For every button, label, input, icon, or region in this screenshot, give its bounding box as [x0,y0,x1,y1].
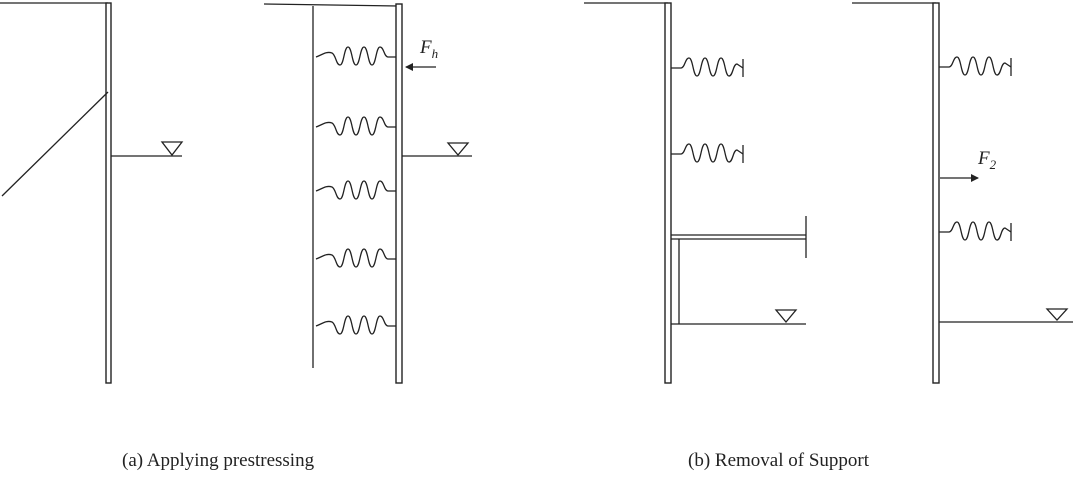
force-label-f2: F2 [977,148,997,172]
caption-panel-b: (b) Removal of Support [688,450,870,471]
water-level-triangle-icon [1045,308,1069,321]
water-level-triangle-icon [774,309,798,324]
force-label-fh: Fh [419,37,438,61]
anchor-spring-icon [670,57,744,78]
retaining-wall [105,2,112,384]
retaining-wall [395,3,403,384]
retaining-wall [664,2,672,384]
caption-panel-a: (a) Applying prestressing [122,450,315,471]
anchor-spring-icon [315,315,397,335]
anchor-spring-icon [315,46,397,66]
anchor-spring-icon [315,248,397,268]
anchor-spring-icon [315,180,397,200]
water-level-triangle-icon [446,142,470,157]
panel-b-left [584,2,807,384]
anchor-spring-icon [315,116,397,136]
water-level-triangle-icon [160,141,184,157]
retaining-wall [932,2,940,384]
anchor-spring-icon [670,143,744,164]
panel-a-left [0,2,184,384]
panel-b-right: F2 [852,2,1073,384]
inclined-strut [1,91,109,197]
anchor-spring-icon [938,56,1012,77]
ground-surface-line [263,3,399,7]
anchor-spring-icon [938,221,1012,242]
panel-a-right: Fh [263,3,472,384]
